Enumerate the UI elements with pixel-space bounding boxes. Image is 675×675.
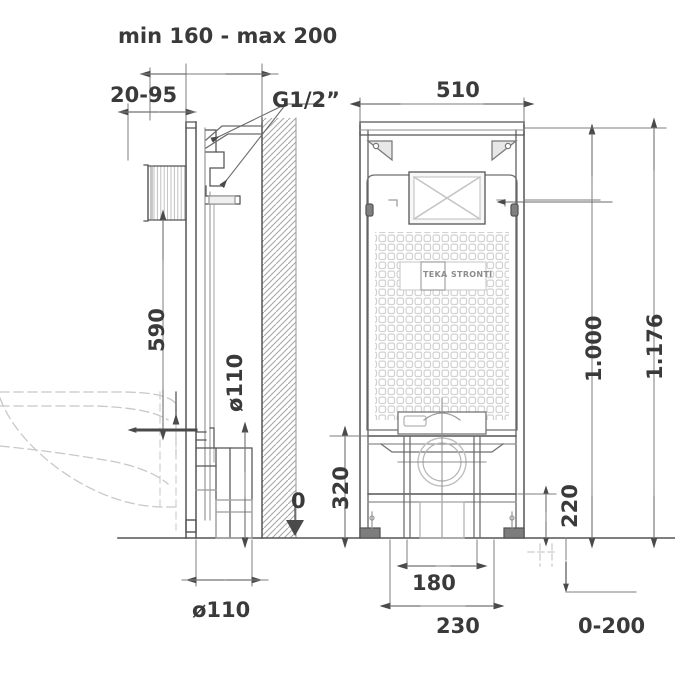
insulation-mesh-panel bbox=[375, 232, 509, 420]
outlet-assembly bbox=[367, 397, 517, 539]
product-label-plate bbox=[399, 261, 487, 291]
label-frame-width: 510 bbox=[436, 78, 480, 102]
label-total-height: 1.176 bbox=[643, 313, 667, 380]
label-g-half-inch: G1/2” bbox=[272, 88, 340, 112]
label-outlet-height: 320 bbox=[329, 466, 353, 510]
inspection-opening bbox=[408, 171, 486, 225]
label-bolt-inner: 180 bbox=[412, 571, 456, 595]
ghost-wc-bowl bbox=[0, 391, 177, 508]
label-seat-height: 1.000 bbox=[582, 315, 606, 382]
label-bolt-outer: 230 bbox=[436, 614, 480, 638]
flush-plate-side bbox=[143, 164, 187, 222]
leader-g-half-inch bbox=[210, 103, 323, 189]
cistern-top-profile bbox=[205, 129, 241, 205]
dim-floor-datum-marker bbox=[286, 520, 304, 536]
foot-adjust-ghost bbox=[527, 543, 557, 567]
waste-bend-side bbox=[195, 427, 253, 539]
label-floor-datum: 0 bbox=[291, 489, 306, 513]
product-model-text: STRONTI bbox=[451, 270, 493, 279]
label-pipe-dia-side: ø110 bbox=[223, 353, 247, 412]
front-elevation-view bbox=[359, 121, 557, 567]
wall-section bbox=[261, 117, 297, 539]
label-outlet-depth: 220 bbox=[558, 484, 582, 528]
dimension-lines bbox=[117, 63, 667, 610]
adjustable-feet bbox=[359, 511, 525, 539]
label-flush-plate-height: 590 bbox=[145, 308, 169, 352]
corner-brackets bbox=[366, 140, 518, 162]
side-elevation-view bbox=[143, 121, 263, 539]
label-foot-adjust: 0-200 bbox=[578, 614, 646, 638]
inlet-pipe-side bbox=[205, 125, 263, 149]
label-top-span: min 160 - max 200 bbox=[118, 24, 338, 48]
product-brand-text: TEKA bbox=[423, 270, 448, 279]
label-pipe-dia-bottom: ø110 bbox=[192, 598, 251, 622]
ghost-wc-vertical-edges bbox=[159, 391, 177, 531]
cistern-body bbox=[366, 174, 518, 431]
label-wall-offset: 20-95 bbox=[110, 83, 178, 107]
